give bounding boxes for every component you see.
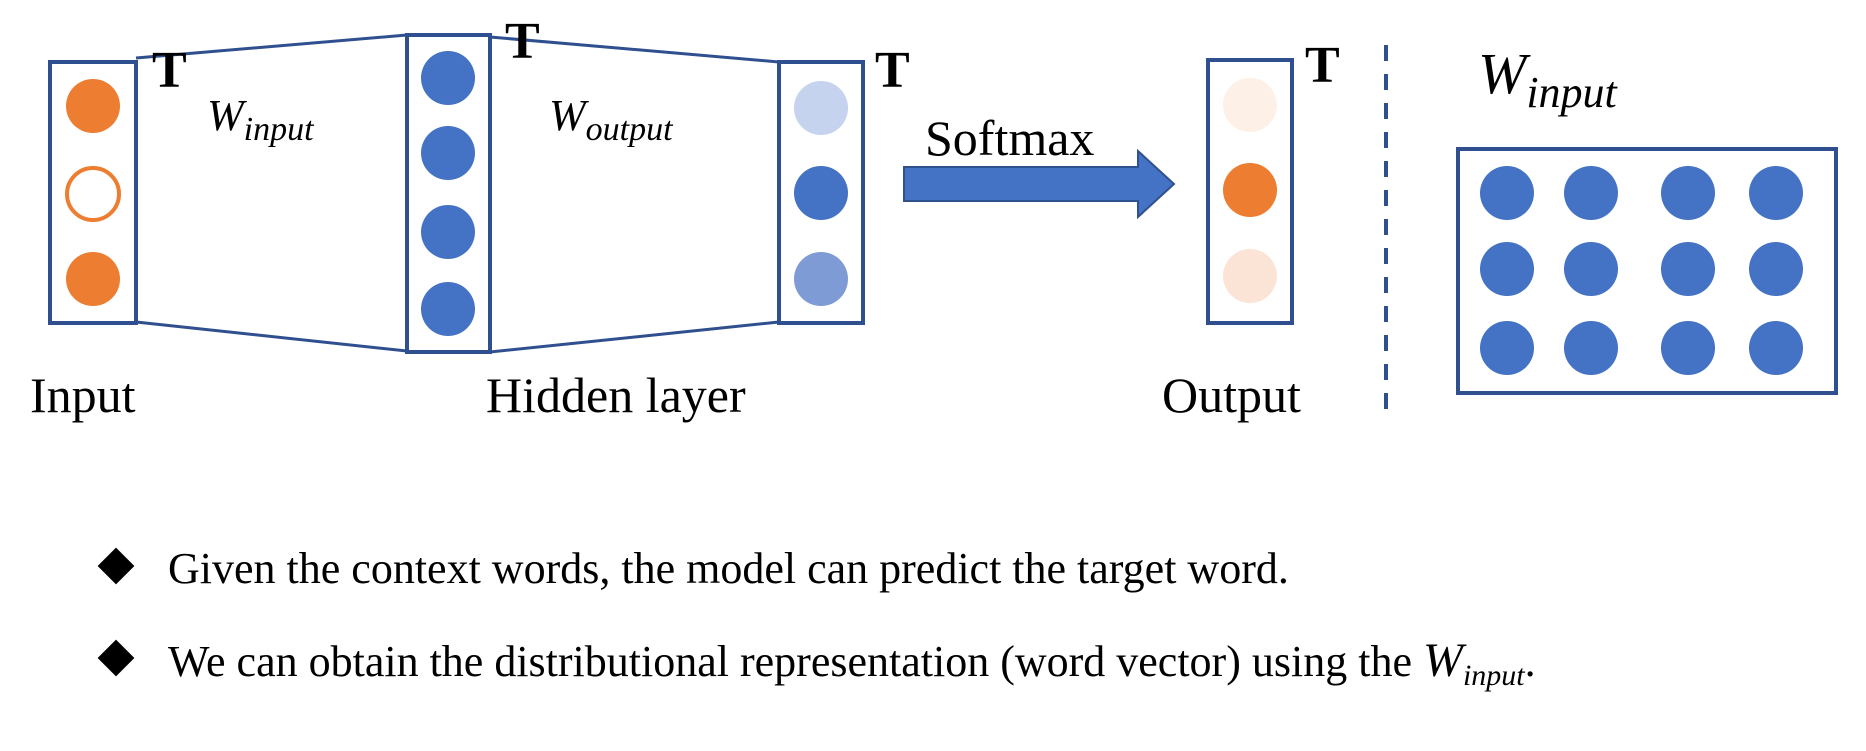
matrix-cell bbox=[1661, 321, 1715, 375]
transpose-mark-hidden: T bbox=[505, 13, 540, 70]
matrix-cell bbox=[1564, 321, 1618, 375]
w-output-label: Woutput bbox=[549, 91, 674, 148]
w-output-label-main: W bbox=[549, 91, 589, 140]
input-hidden-top-edge bbox=[135, 33, 408, 60]
w-input-matrix-title-main: W bbox=[1478, 41, 1531, 106]
input-layer bbox=[48, 60, 138, 325]
transpose-mark-input: T bbox=[152, 42, 187, 99]
output-layer bbox=[1206, 58, 1294, 325]
hidden-node-1 bbox=[421, 51, 475, 105]
bullet-1-main: Given the context words, the model can p… bbox=[168, 544, 1289, 593]
score-node-1 bbox=[794, 81, 848, 135]
w-output-label-sub: output bbox=[586, 111, 674, 148]
weight-connections bbox=[135, 33, 780, 354]
w-input-label: Winput bbox=[207, 91, 315, 148]
input-label: Input bbox=[30, 367, 136, 423]
hidden-layer bbox=[405, 33, 492, 354]
score-node-2 bbox=[794, 166, 848, 220]
transpose-mark-score: T bbox=[875, 42, 910, 99]
matrix-cell bbox=[1564, 242, 1618, 296]
input-node-2 bbox=[65, 166, 121, 222]
softmax-label: Softmax bbox=[925, 110, 1094, 166]
matrix-cell bbox=[1661, 242, 1715, 296]
hidden-node-4 bbox=[421, 282, 475, 336]
score-layer bbox=[777, 60, 865, 325]
transpose-mark-output: T bbox=[1305, 37, 1340, 94]
hidden-output-bottom-edge bbox=[489, 320, 780, 354]
w-input-label-main: W bbox=[207, 91, 247, 140]
output-label: Output bbox=[1162, 367, 1301, 423]
input-hidden-bottom-edge bbox=[135, 320, 408, 353]
bullet-text-2: We can obtain the distributional represe… bbox=[168, 634, 1536, 692]
matrix-cell bbox=[1480, 321, 1534, 375]
w-input-matrix-title-sub: input bbox=[1526, 68, 1618, 117]
hidden-node-3 bbox=[421, 205, 475, 259]
matrix-cell bbox=[1564, 166, 1618, 220]
matrix-cell bbox=[1749, 242, 1803, 296]
hidden-output-top-edge bbox=[489, 35, 780, 64]
input-node-1 bbox=[66, 79, 120, 133]
output-node-3 bbox=[1223, 249, 1277, 303]
bullet-2-end: . bbox=[1525, 637, 1536, 686]
bullet-2-symbol-sub: input bbox=[1463, 659, 1525, 692]
matrix-cell bbox=[1480, 166, 1534, 220]
input-node-3 bbox=[66, 252, 120, 306]
output-node-2 bbox=[1223, 163, 1277, 217]
w-input-matrix-title: Winput bbox=[1478, 41, 1619, 117]
output-node-1 bbox=[1223, 78, 1277, 132]
matrix-cell bbox=[1480, 242, 1534, 296]
bullet-text-1: Given the context words, the model can p… bbox=[168, 544, 1289, 593]
softmax-arrow bbox=[903, 148, 1176, 220]
w-input-matrix bbox=[1456, 147, 1838, 395]
matrix-cell bbox=[1749, 321, 1803, 375]
bullet-2-symbol: W bbox=[1423, 634, 1467, 687]
w-input-label-sub: input bbox=[244, 111, 315, 148]
score-node-3 bbox=[794, 252, 848, 306]
hidden-layer-label: Hidden layer bbox=[486, 367, 746, 423]
matrix-cell bbox=[1661, 166, 1715, 220]
diamond-bullet-icon bbox=[97, 639, 135, 677]
matrix-cell bbox=[1749, 166, 1803, 220]
bullet-list: Given the context words, the model can p… bbox=[97, 544, 1536, 692]
diamond-bullet-icon bbox=[97, 547, 135, 585]
bullet-2-main: We can obtain the distributional represe… bbox=[168, 637, 1423, 686]
hidden-node-2 bbox=[421, 126, 475, 180]
